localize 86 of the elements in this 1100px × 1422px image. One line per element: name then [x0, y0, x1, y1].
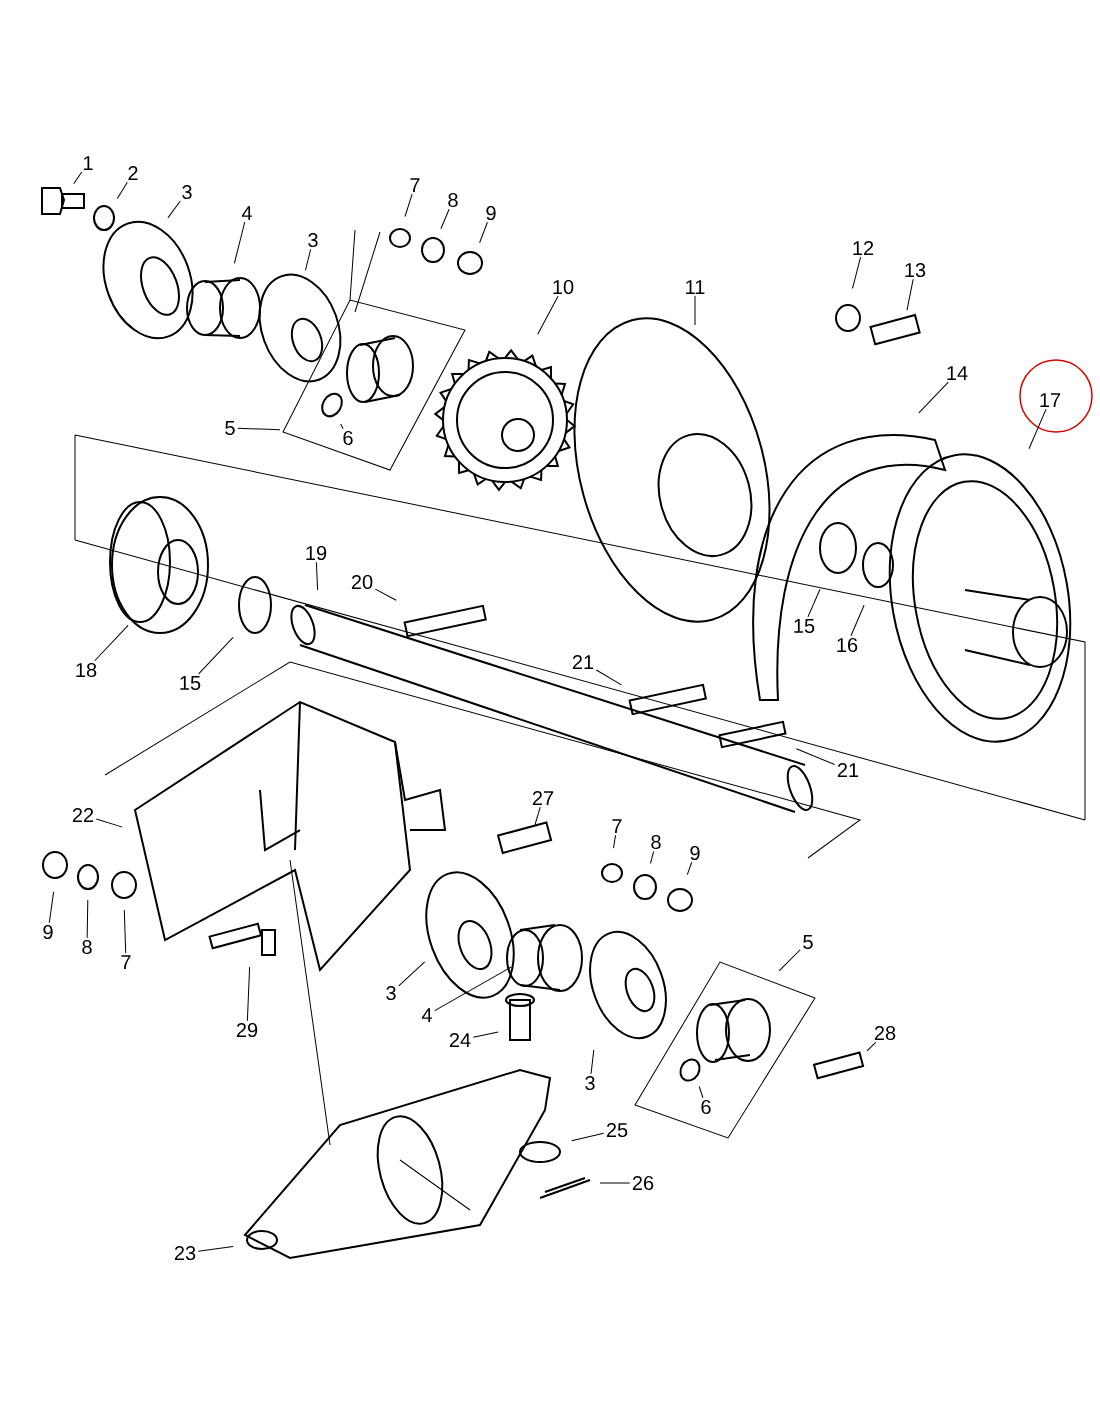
callout-number: 20	[351, 574, 373, 590]
leader-line	[94, 624, 129, 662]
leader-line	[534, 806, 541, 826]
leader-line	[48, 891, 55, 924]
leader-line	[233, 221, 246, 264]
leader-line	[795, 748, 836, 766]
callout-number: 16	[837, 637, 858, 653]
callout-number: 9	[43, 924, 53, 940]
leader-line	[95, 818, 123, 828]
leader-line	[440, 208, 450, 230]
callout-number: 7	[410, 178, 420, 192]
callout-number: 8	[448, 192, 458, 208]
leader-line	[778, 949, 801, 972]
leader-line	[304, 248, 312, 271]
callout-number: 4	[421, 1008, 432, 1022]
leader-line	[698, 1086, 704, 1099]
callout-number: 7	[612, 819, 622, 833]
callout-number: 18	[76, 662, 97, 678]
leader-line	[340, 423, 344, 430]
leader-line	[116, 181, 128, 199]
leader-line	[198, 636, 234, 675]
leader-line	[906, 278, 914, 311]
leader-line	[197, 1245, 234, 1252]
leader-line	[374, 588, 397, 601]
leader-line	[850, 604, 865, 637]
callout-number: 13	[905, 262, 926, 278]
callout-number: 4	[241, 206, 252, 220]
leader-line	[807, 588, 821, 618]
leader-line	[694, 295, 696, 326]
callout-number: 10	[553, 279, 574, 295]
leader-line	[434, 966, 512, 1012]
callout-number: 8	[651, 834, 661, 850]
leader-line	[918, 381, 949, 414]
callout-number: 23	[174, 1245, 196, 1261]
callout-number: 26	[632, 1175, 654, 1191]
leader-line	[472, 1031, 499, 1038]
callout-number: 9	[486, 205, 496, 221]
leader-line	[123, 909, 127, 954]
callout-number: 1	[83, 156, 93, 170]
callout-number: 6	[343, 430, 353, 446]
leader-line	[1028, 408, 1047, 450]
leader-line	[613, 834, 617, 849]
callout-number: 3	[585, 1075, 595, 1091]
leader-line	[650, 850, 655, 864]
callout-number: 3	[308, 232, 318, 248]
leader-line	[398, 961, 426, 987]
callout-number: 19	[306, 545, 327, 561]
callout-number: 9	[690, 845, 700, 861]
callout-number: 15	[180, 676, 201, 690]
callout-number: 3	[182, 184, 192, 200]
callout-number: 2	[128, 166, 138, 180]
callout-number: 11	[686, 280, 705, 294]
leader-line	[590, 1049, 595, 1075]
callout-number: 5	[225, 421, 235, 435]
callout-number: 17	[1040, 393, 1061, 407]
callout-number: 21	[837, 763, 859, 777]
leader-line	[866, 1041, 877, 1052]
callout-number: 21	[572, 655, 594, 669]
callout-number: 6	[701, 1099, 711, 1115]
callout-number: 22	[72, 808, 94, 822]
leader-line	[86, 899, 89, 939]
callout-number: 3	[386, 985, 396, 1001]
callout-number: 5	[803, 935, 813, 949]
leader-line	[571, 1132, 605, 1142]
callout-number: 8	[82, 939, 92, 955]
callout-number: 29	[236, 1022, 258, 1038]
leader-line	[237, 427, 281, 431]
leader-line	[315, 561, 319, 591]
leader-line	[852, 256, 862, 289]
leader-line	[537, 295, 559, 335]
leader-line	[167, 200, 181, 219]
leader-line	[404, 193, 413, 217]
leader-line	[73, 171, 83, 185]
callout-number: 12	[853, 241, 874, 255]
callout-number: 7	[121, 955, 131, 969]
leader-line	[479, 221, 488, 244]
leader-line	[686, 861, 693, 876]
callout-number: 28	[874, 1025, 896, 1041]
callout-number: 27	[532, 791, 554, 805]
leader-line	[599, 1182, 631, 1184]
callout-number: 14	[947, 366, 968, 380]
callout-number: 24	[449, 1033, 471, 1047]
leader-line	[595, 669, 622, 686]
callout-number: 15	[794, 619, 815, 633]
leader-line	[246, 966, 251, 1022]
callout-number: 25	[606, 1122, 628, 1138]
